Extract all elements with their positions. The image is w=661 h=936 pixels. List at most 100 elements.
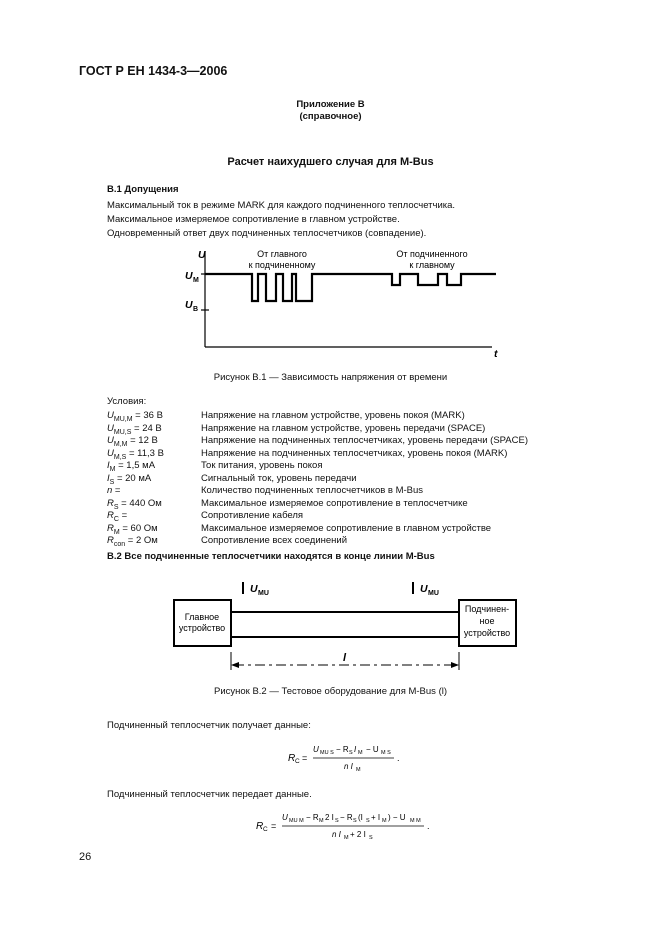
master-box-label-2: устройство	[179, 623, 225, 633]
svg-text:C: C	[263, 826, 268, 833]
formula-receive: R C = U MU S − R S I M − U M S n I M .	[288, 745, 400, 773]
condition-symbol: RC =	[107, 510, 128, 523]
page-number: 26	[79, 851, 92, 863]
condition-symbol: UM,S = 11,3 В	[107, 447, 164, 461]
svg-text:2 I: 2 I	[325, 813, 334, 822]
annotation-slave-to-master-2: к главному	[409, 260, 455, 270]
condition-description: Сигнальный ток, уровень передачи	[201, 472, 357, 484]
svg-text:S: S	[366, 818, 370, 824]
condition-description: Количество подчиненных теплосчетчиков в …	[201, 485, 424, 496]
svg-text:− R: − R	[306, 813, 319, 822]
condition-description: Максимальное измеряемое сопротивление в …	[201, 497, 468, 509]
condition-description: Напряжение на подчиненных теплосчетчиках…	[201, 435, 528, 446]
section-b1-heading: В.1 Допущения	[107, 184, 179, 195]
figure-b2-caption: Рисунок В.2 — Тестовое оборудование для …	[213, 686, 448, 697]
b1-line-3: Одновременный ответ двух подчиненных теп…	[107, 228, 427, 239]
slave-box-label-2: ное	[480, 616, 495, 626]
svg-text:) − U: ) − U	[388, 813, 406, 822]
svg-text:n I: n I	[344, 762, 354, 771]
u-mu-left-label: U	[250, 583, 258, 595]
annex-subtitle: (справочное)	[299, 111, 362, 122]
svg-text:M: M	[356, 767, 361, 773]
length-label: l	[343, 652, 347, 664]
svg-text:S: S	[353, 818, 357, 824]
level-high-label: U	[185, 270, 193, 282]
svg-text:(I: (I	[358, 813, 363, 822]
x-axis-label: t	[494, 348, 498, 360]
condition-symbol: IS = 20 мА	[107, 472, 152, 486]
condition-description: Напряжение на главном устройстве, уровен…	[201, 422, 486, 434]
signal-waveform	[205, 272, 496, 303]
condition-symbol: UMU,S = 24 В	[107, 422, 162, 436]
svg-text:MU S: MU S	[320, 750, 334, 756]
svg-text:− R: − R	[340, 813, 353, 822]
svg-text:M: M	[358, 750, 363, 756]
svg-text:M: M	[344, 835, 349, 841]
svg-text:=: =	[271, 821, 276, 831]
condition-symbol: n =	[107, 485, 121, 496]
main-title: Расчет наихудшего случая для M-Bus	[227, 156, 434, 168]
level-high-sub: M	[193, 277, 199, 284]
condition-description: Напряжение на главном устройстве, уровен…	[201, 410, 465, 421]
svg-text:MU M: MU M	[289, 818, 304, 824]
master-box	[173, 599, 232, 647]
section-b2-heading: В.2 Все подчиненные теплосчетчики находя…	[107, 551, 435, 562]
condition-description: Сопротивление всех соединений	[201, 535, 348, 546]
slave-box	[458, 599, 517, 647]
svg-text:=: =	[302, 753, 307, 763]
svg-text:U: U	[313, 745, 319, 754]
figure-b2-test-setup	[173, 582, 517, 670]
svg-text:C: C	[295, 758, 300, 765]
condition-symbol: Rcon = 2 Ом	[107, 535, 158, 548]
annotation-master-to-slave-1: От главного	[257, 249, 307, 259]
slave-box-label-1: Подчинен-	[465, 604, 509, 614]
condition-description: Ток питания, уровень покоя	[201, 460, 323, 471]
b1-line-1: Максимальный ток в режиме MARK для каждо…	[107, 200, 456, 211]
svg-text:n I: n I	[332, 830, 342, 839]
condition-description: Сопротивление кабеля	[201, 510, 304, 521]
condition-symbol: IM = 1,5 мА	[107, 460, 156, 473]
svg-text:R: R	[256, 821, 263, 832]
u-mu-left-sub: MU	[258, 590, 269, 597]
master-box-label-1: Главное	[185, 612, 219, 622]
svg-text:M S: M S	[381, 750, 391, 756]
svg-text:R: R	[288, 753, 295, 764]
annotation-master-to-slave-2: к подчиненному	[249, 260, 316, 270]
annex-title: Приложение В	[296, 99, 365, 110]
svg-text:− R: − R	[336, 745, 349, 754]
annotation-slave-to-master-1: От подчиненного	[396, 249, 467, 259]
svg-text:M: M	[319, 818, 324, 824]
receive-text: Подчиненный теплосчетчик получает данные…	[107, 720, 311, 731]
svg-text:S: S	[349, 750, 353, 756]
svg-text:I: I	[354, 745, 357, 754]
figure-b1-caption: Рисунок В.1 — Зависимость напряжения от …	[213, 372, 448, 383]
condition-symbol: RS = 440 Ом	[107, 497, 162, 511]
svg-text:+ 2 I: + 2 I	[350, 830, 366, 839]
slave-box-label-3: устройство	[464, 628, 510, 638]
svg-text:M: M	[382, 818, 387, 824]
formula-send: R C = U MU M − R M 2 I S − R S (I S + I …	[256, 813, 430, 841]
svg-text:S: S	[369, 835, 373, 841]
b1-line-2: Максимальное измеряемое сопротивление в …	[107, 214, 400, 225]
svg-text:.: .	[427, 821, 430, 831]
condition-symbol: UM,M = 12 В	[107, 435, 158, 448]
svg-text:− U: − U	[366, 745, 379, 754]
send-text: Подчиненный теплосчетчик передает данные…	[107, 789, 312, 800]
document-header: ГОСТ Р ЕН 1434-3—2006	[79, 64, 228, 78]
svg-text:S: S	[335, 818, 339, 824]
condition-symbol: UMU,M = 36 В	[107, 410, 163, 423]
level-low-label: U	[185, 299, 193, 311]
svg-text:.: .	[397, 753, 400, 763]
conditions-title: Условия:	[107, 396, 147, 407]
u-mu-right-label: U	[420, 583, 428, 595]
svg-text:U: U	[282, 813, 288, 822]
y-axis-label: U	[198, 249, 206, 261]
condition-description: Максимальное измеряемое сопротивление в …	[201, 522, 492, 534]
svg-text:+ I: + I	[371, 813, 380, 822]
u-mu-right-sub: MU	[428, 590, 439, 597]
svg-text:M M: M M	[410, 818, 421, 824]
condition-description: Напряжение на подчиненных теплосчетчиках…	[201, 447, 508, 459]
level-low-sub: B	[193, 306, 198, 313]
condition-symbol: RM = 60 Ом	[107, 522, 158, 536]
